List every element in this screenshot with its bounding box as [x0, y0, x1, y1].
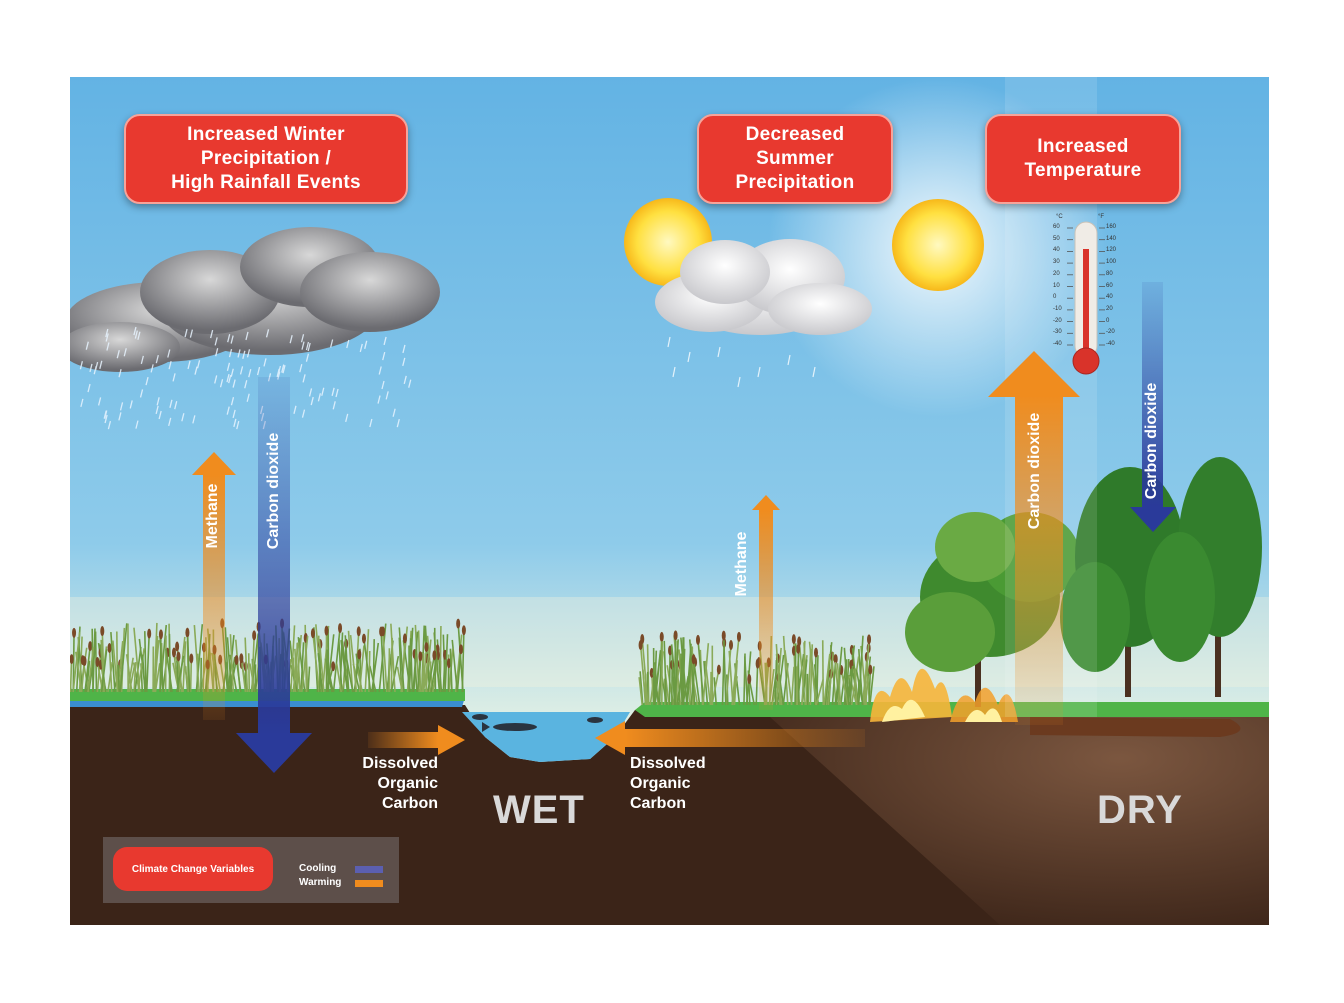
- doc-line: Dissolved: [362, 755, 438, 772]
- thermometer-tick-label: 160: [1106, 224, 1117, 230]
- thermometer-tick-label: -20: [1053, 317, 1062, 324]
- climate-diagram: Increased Winter Precipitation / High Ra…: [70, 77, 1269, 925]
- doc-line: Carbon: [382, 795, 438, 812]
- thermometer-tick-label: 140: [1106, 235, 1117, 242]
- legend-cooling-swatch: [355, 866, 383, 873]
- tree-icon: [1060, 457, 1262, 697]
- grass-right: [635, 702, 1269, 717]
- legend-warming-swatch: [355, 880, 383, 887]
- badge-line: Decreased: [745, 124, 845, 145]
- thermometer-tick-label: 10: [1053, 282, 1060, 289]
- badge-line: High Rainfall Events: [171, 172, 361, 193]
- thermometer-tick-label: 20: [1106, 305, 1113, 312]
- thermometer-icon: [1067, 221, 1105, 375]
- co2-label-left: Carbon dioxide: [265, 432, 282, 550]
- thermometer-tick-label: -40: [1106, 341, 1115, 347]
- summer-precipitation-badge: Decreased Summer Precipitation: [697, 114, 893, 204]
- wet-zone-label: WET: [493, 788, 585, 832]
- methane-arrow-mid: [752, 495, 780, 710]
- thermometer-tick-label: 0: [1106, 317, 1110, 324]
- celsius-unit: °C: [1056, 214, 1063, 220]
- rain-cloud-icon: [70, 227, 440, 372]
- doc-line: Organic: [630, 775, 691, 792]
- co2-arrow-down-right: [1130, 282, 1176, 532]
- sun-icon: [892, 199, 984, 291]
- fish-icon: [472, 714, 603, 732]
- thermometer-tick-label: -30: [1053, 329, 1062, 336]
- co2-label-up-right: Carbon dioxide: [1026, 412, 1043, 530]
- thermometer-tick-label: 120: [1106, 247, 1117, 254]
- methane-arrow-left: [192, 452, 236, 720]
- thermometer-tick-label: 60: [1053, 224, 1060, 230]
- badge-line: Increased: [1037, 136, 1129, 157]
- co2-arrow-left: [236, 377, 312, 773]
- co2-arrow-up-right: [988, 351, 1080, 725]
- cloud-icon: [655, 239, 872, 335]
- thermometer-tick-label: 80: [1106, 270, 1113, 277]
- methane-label-left: Methane: [204, 483, 221, 549]
- temperature-badge: Increased Temperature: [985, 114, 1181, 204]
- thermometer-tick-label: 0: [1053, 294, 1057, 301]
- co2-label-down-right: Carbon dioxide: [1143, 382, 1160, 500]
- legend: Climate Change Variables Cooling Warming: [103, 837, 399, 903]
- doc-line: Dissolved: [630, 755, 706, 772]
- methane-label-mid: Methane: [733, 531, 750, 597]
- thermometer-tick-label: 30: [1053, 259, 1060, 266]
- doc-arrow-right: [595, 721, 865, 755]
- doc-label-right: Dissolved Organic Carbon: [630, 754, 738, 814]
- thermometer-tick-label: -40: [1053, 341, 1062, 347]
- thermometer-tick-label: 40: [1106, 294, 1113, 301]
- thermometer-tick-label: 50: [1053, 235, 1060, 242]
- thermometer-tick-label: -20: [1106, 329, 1115, 336]
- badge-line: Increased Winter: [187, 124, 345, 145]
- badge-line: Precipitation: [735, 172, 855, 193]
- dry-zone-label: DRY: [1097, 788, 1183, 832]
- badge-line: Temperature: [1024, 160, 1142, 181]
- badge-line: Summer: [756, 148, 834, 169]
- legend-variables-badge: Climate Change Variables: [113, 847, 273, 891]
- thermometer-tick-label: 100: [1106, 259, 1117, 266]
- thermometer-tick-label: 60: [1106, 282, 1113, 289]
- light-rain: [667, 336, 816, 388]
- doc-label-left: Dissolved Organic Carbon: [330, 754, 438, 814]
- thermometer-tick-label: -10: [1053, 305, 1062, 312]
- badge-line: Precipitation /: [200, 148, 332, 169]
- thermometer-tick-label: 40: [1053, 247, 1060, 254]
- winter-precipitation-badge: Increased Winter Precipitation / High Ra…: [124, 114, 408, 204]
- thermometer-tick-label: 20: [1053, 270, 1060, 277]
- doc-arrow-left: [368, 725, 465, 755]
- legend-cooling-label: Cooling: [299, 863, 337, 874]
- fahrenheit-unit: °F: [1098, 214, 1105, 220]
- doc-line: Organic: [377, 775, 438, 792]
- fire-icon: [870, 668, 1018, 722]
- legend-warming-label: Warming: [299, 877, 342, 888]
- doc-line: Carbon: [630, 795, 686, 812]
